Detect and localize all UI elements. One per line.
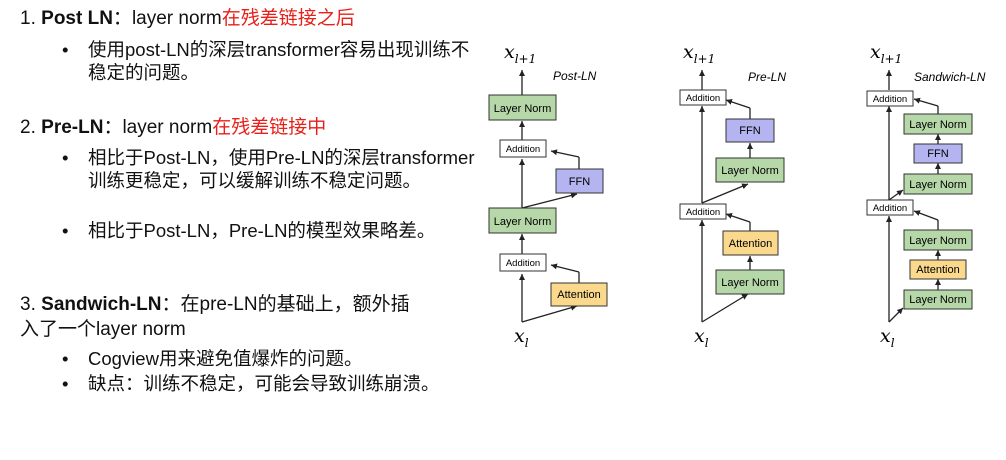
post-ln-bullet: • 使用post-LN的深层transformer容易出现训练不稳定的问题。 bbox=[62, 38, 482, 84]
pre-ln-output-label: xl+1 bbox=[683, 41, 715, 66]
pre-ln-addition-bottom-label: Addition bbox=[686, 207, 720, 218]
pre-ln-title: Pre-LN bbox=[748, 70, 786, 84]
section-title: Post LN bbox=[41, 8, 113, 29]
sandwich-ln-layer-norm-2-label: Layer Norm bbox=[909, 179, 966, 191]
sandwich-ln-title: Sandwich-LN bbox=[914, 70, 986, 84]
sandwich-ln-layer-norm-4 bbox=[903, 289, 973, 310]
pre-ln-attention bbox=[722, 230, 779, 256]
sandwich-ln-attention bbox=[909, 259, 967, 280]
bullet-text: 相比于Post-LN，Pre-LN的模型效果略差。 bbox=[88, 220, 436, 241]
sandwich-ln-addition-top-label: Addition bbox=[873, 94, 907, 105]
sandwich-ln-diagram: Addition Layer Norm FFN Layer Norm Addit… bbox=[866, 41, 986, 350]
section-plain-text: layer norm bbox=[131, 8, 222, 29]
bullet-dot: • bbox=[62, 348, 69, 369]
sandwich-ln-layer-norm-3-label: Layer Norm bbox=[909, 235, 966, 247]
sandwich-ln-addition-bottom bbox=[866, 199, 914, 216]
text-panel: 1. Post LN：layer norm在残差链接之后 • 使用post-LN… bbox=[0, 0, 480, 455]
sandwich-ln-bullet-1: • Cogview用来避免值爆炸的问题。 bbox=[62, 347, 442, 370]
post-ln-addition-top-label: Addition bbox=[506, 144, 540, 155]
section-plain-text: 入了一个layer norm bbox=[20, 319, 186, 340]
section-plain-text: layer norm bbox=[122, 117, 213, 138]
pre-ln-addition-top bbox=[679, 89, 727, 106]
section-number: 1. bbox=[20, 8, 36, 29]
post-ln-layer-norm-mid bbox=[488, 207, 557, 234]
pre-ln-addition-top-label: Addition bbox=[686, 93, 720, 104]
sandwich-ln-addition-top bbox=[866, 90, 914, 107]
post-ln-title: Post-LN bbox=[553, 69, 597, 83]
post-ln-output-label: xl+1 bbox=[504, 41, 536, 66]
section-title: Sandwich-LN bbox=[41, 294, 162, 315]
pre-ln-input-label: xl bbox=[694, 325, 709, 350]
pre-ln-attention-label: Attention bbox=[729, 238, 772, 250]
separator: ： bbox=[103, 117, 123, 138]
bullet-text: 相比于Post-LN，使用Pre-LN的深层transformer训练更稳定，可… bbox=[88, 147, 475, 191]
sandwich-ln-layer-norm-1 bbox=[903, 113, 973, 135]
bullet-text: 缺点：训练不稳定，可能会导致训练崩溃。 bbox=[88, 373, 440, 394]
separator: ： bbox=[161, 294, 181, 315]
section-sandwich-ln-heading: 3. Sandwich-LN：在pre-LN的基础上，额外插 bbox=[20, 293, 410, 317]
separator: ： bbox=[112, 8, 132, 29]
section-number: 3. bbox=[20, 294, 36, 315]
section-title: Pre-LN bbox=[41, 117, 104, 138]
post-ln-layer-norm-top-label: Layer Norm bbox=[494, 103, 551, 115]
post-ln-addition-bottom bbox=[499, 253, 547, 272]
bullet-dot: • bbox=[62, 373, 69, 394]
section-highlight-text: 在残差链接之后 bbox=[221, 8, 355, 29]
section-highlight-text: 在残差链接中 bbox=[212, 117, 327, 138]
pre-ln-layer-norm-top-label: Layer Norm bbox=[721, 165, 778, 177]
section-number: 2. bbox=[20, 117, 36, 138]
ln-diagrams-svg: Layer Norm Addition FFN Layer Norm Addit… bbox=[488, 41, 986, 350]
section-sandwich-ln-heading-cont: 入了一个layer norm bbox=[20, 318, 186, 342]
sandwich-ln-ffn bbox=[913, 143, 963, 164]
section-post-ln-heading: 1. Post LN：layer norm在残差链接之后 bbox=[20, 7, 355, 31]
sandwich-ln-attention-label: Attention bbox=[916, 264, 959, 276]
sandwich-ln-layer-norm-1-label: Layer Norm bbox=[909, 119, 966, 131]
post-ln-diagram: Layer Norm Addition FFN Layer Norm Addit… bbox=[488, 41, 608, 350]
bullet-dot: • bbox=[62, 147, 69, 168]
post-ln-ffn-label: FFN bbox=[569, 176, 590, 188]
bullet-text: 使用post-LN的深层transformer容易出现训练不稳定的问题。 bbox=[88, 39, 470, 83]
sandwich-ln-layer-norm-2 bbox=[903, 173, 973, 195]
post-ln-attention-label: Attention bbox=[557, 289, 600, 301]
post-ln-attention bbox=[550, 282, 608, 307]
sandwich-ln-input-label: xl bbox=[880, 325, 895, 350]
post-ln-ffn bbox=[555, 168, 604, 194]
section-plain-text: 在pre-LN的基础上，额外插 bbox=[180, 294, 410, 315]
pre-ln-layer-norm-bottom bbox=[715, 269, 785, 295]
post-ln-addition-top bbox=[499, 139, 547, 158]
post-ln-input-label: xl bbox=[514, 325, 529, 350]
sandwich-ln-layer-norm-3 bbox=[903, 229, 973, 251]
pre-ln-bullet-1: • 相比于Post-LN，使用Pre-LN的深层transformer训练更稳定… bbox=[62, 146, 482, 192]
post-ln-addition-bottom-label: Addition bbox=[506, 258, 540, 269]
diagram-panel: Layer Norm Addition FFN Layer Norm Addit… bbox=[480, 0, 1006, 455]
pre-ln-addition-bottom bbox=[679, 203, 727, 220]
bullet-dot: • bbox=[62, 39, 69, 60]
pre-ln-layer-norm-top bbox=[715, 157, 785, 183]
bullet-text: Cogview用来避免值爆炸的问题。 bbox=[88, 348, 363, 369]
sandwich-ln-ffn-label: FFN bbox=[927, 148, 948, 160]
sandwich-ln-output-label: xl+1 bbox=[870, 41, 902, 66]
section-pre-ln-heading: 2. Pre-LN：layer norm在残差链接中 bbox=[20, 116, 326, 140]
pre-ln-ffn-label: FFN bbox=[739, 125, 760, 137]
pre-ln-layer-norm-bottom-label: Layer Norm bbox=[721, 277, 778, 289]
sandwich-ln-bullet-2: • 缺点：训练不稳定，可能会导致训练崩溃。 bbox=[62, 372, 442, 395]
pre-ln-bullet-2: • 相比于Post-LN，Pre-LN的模型效果略差。 bbox=[62, 219, 462, 242]
post-ln-layer-norm-top bbox=[488, 94, 557, 121]
pre-ln-ffn bbox=[725, 118, 775, 143]
post-ln-layer-norm-mid-label: Layer Norm bbox=[494, 216, 551, 228]
bullet-dot: • bbox=[62, 220, 69, 241]
sandwich-ln-layer-norm-4-label: Layer Norm bbox=[909, 294, 966, 306]
sandwich-ln-addition-bottom-label: Addition bbox=[873, 203, 907, 214]
pre-ln-diagram: Addition FFN Layer Norm Addition Attenti… bbox=[679, 41, 786, 350]
